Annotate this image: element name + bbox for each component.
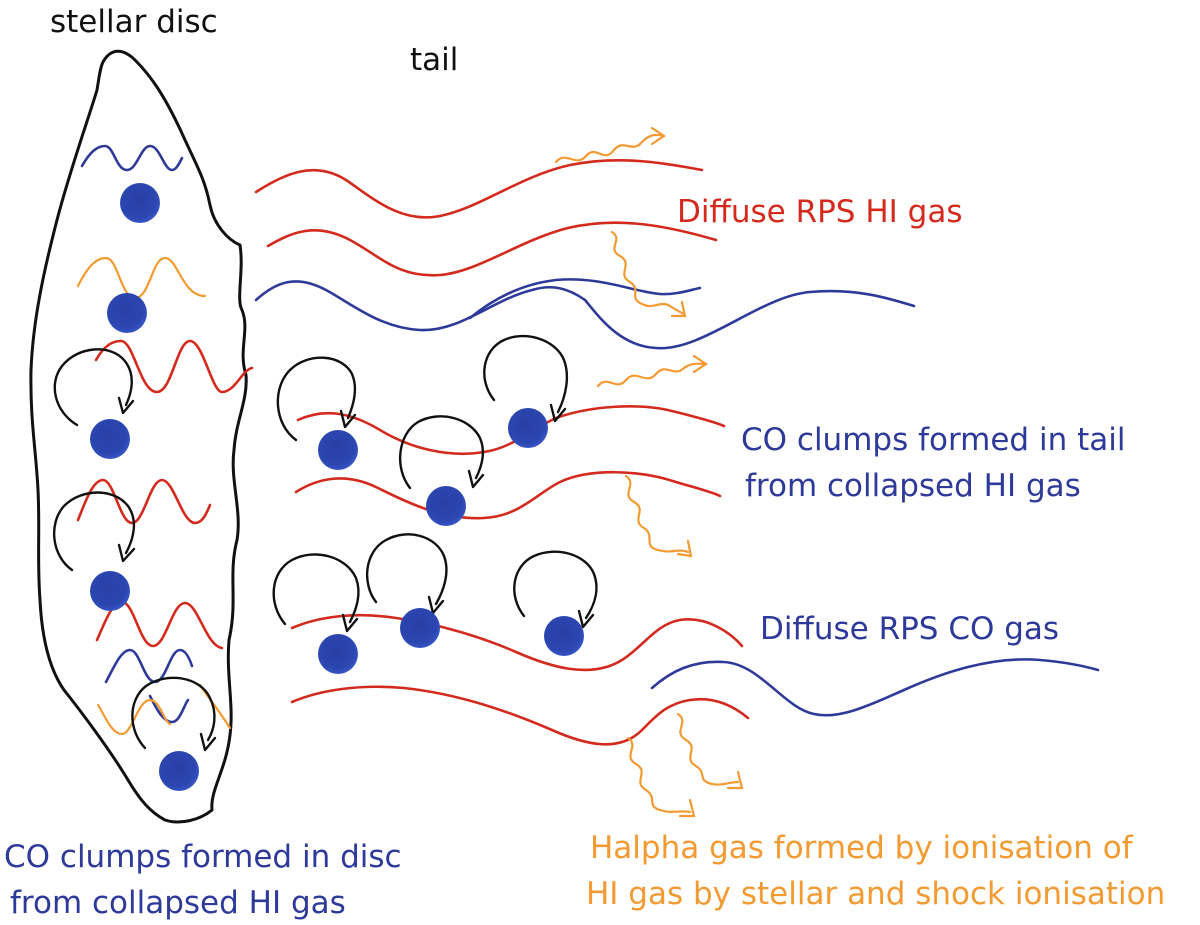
disc-halpha-wave-2 <box>96 698 172 736</box>
tail-clump-3 <box>508 408 548 448</box>
halpha-arrow-1 <box>650 126 666 146</box>
tail-swirl-6-arrow <box>577 609 595 629</box>
halpha-arrow-3 <box>692 354 708 374</box>
tail-clump-6 <box>544 616 584 656</box>
disc-swirl-3 <box>131 676 216 750</box>
stellar-disc-outline <box>29 49 248 824</box>
tail-swirl-2 <box>398 415 485 490</box>
halpha-arrow-5 <box>678 798 696 818</box>
label-diffuse-hi: Diffuse RPS HI gas <box>677 194 962 230</box>
disc-swirl-2-arrow <box>117 543 136 563</box>
label-co-tail-line1: CO clumps formed in tail <box>741 422 1125 458</box>
halpha-squiggle-5 <box>626 736 692 814</box>
tail-swirl-1 <box>276 356 357 442</box>
tail-swirl-4-arrow <box>341 613 359 633</box>
label-diffuse-co: Diffuse RPS CO gas <box>760 611 1059 647</box>
tail-swirl-6 <box>513 550 598 620</box>
disc-clump-1 <box>120 183 160 223</box>
label-co-tail-line2: from collapsed HI gas <box>745 468 1081 504</box>
tail-clump-4 <box>318 634 358 674</box>
tail-hi-stream-2 <box>266 221 718 277</box>
disc-swirl-3-arrow <box>199 732 217 752</box>
disc-clump-5 <box>159 751 199 791</box>
tail-co-stream-1 <box>254 280 587 332</box>
disc-halpha-wave-1 <box>76 256 207 300</box>
label-halpha-line2: HI gas by stellar and shock ionisation <box>586 876 1165 912</box>
tail-clump-2 <box>426 486 466 526</box>
tail-co-stream-2 <box>468 278 702 320</box>
tail-hi-stream-5 <box>290 613 744 672</box>
halpha-arrow-6 <box>726 770 744 790</box>
tail-swirl-3 <box>483 334 569 414</box>
tail-swirl-4 <box>272 553 360 626</box>
disc-swirl-1-arrow <box>117 396 135 415</box>
label-halpha-line1: Halpha gas formed by ionisation of <box>590 830 1134 866</box>
disc-clump-2 <box>107 293 147 333</box>
disc-clump-3 <box>90 419 130 459</box>
tail-swirl-2-arrow <box>467 469 485 489</box>
halpha-arrow-4 <box>676 539 693 558</box>
disc-co-wave-1 <box>80 144 184 172</box>
disc-swirl-1 <box>53 348 133 427</box>
label-tail: tail <box>410 42 458 78</box>
disc-clump-4 <box>90 571 130 611</box>
halpha-squiggle-3 <box>596 362 708 388</box>
disc-hi-wave-1 <box>94 339 254 394</box>
disc-co-wave-3 <box>148 694 190 724</box>
tail-co-stream-3 <box>583 289 916 350</box>
tail-swirl-3-arrow <box>549 403 567 423</box>
tail-hi-stream-6 <box>290 685 750 746</box>
label-stellar-disc: stellar disc <box>50 4 218 40</box>
halpha-squiggle-4 <box>624 474 690 554</box>
halpha-arrow-2 <box>670 300 687 318</box>
tail-swirl-5 <box>365 533 448 606</box>
tail-hi-stream-1 <box>254 158 704 219</box>
tail-co-stream-4 <box>650 658 1100 717</box>
tail-swirl-1-arrow <box>339 409 357 429</box>
tail-clump-5 <box>400 608 440 648</box>
halpha-squiggle-6 <box>676 712 740 786</box>
disc-hi-wave-2 <box>76 478 212 525</box>
label-co-disc-line1: CO clumps formed in disc <box>4 839 402 875</box>
halpha-squiggle-1 <box>554 133 666 164</box>
tail-clump-1 <box>318 430 358 470</box>
label-co-disc-line2: from collapsed HI gas <box>10 885 346 921</box>
disc-swirl-2 <box>52 491 136 572</box>
halpha-squiggle-2 <box>610 230 686 316</box>
tail-hi-stream-4 <box>294 470 722 520</box>
